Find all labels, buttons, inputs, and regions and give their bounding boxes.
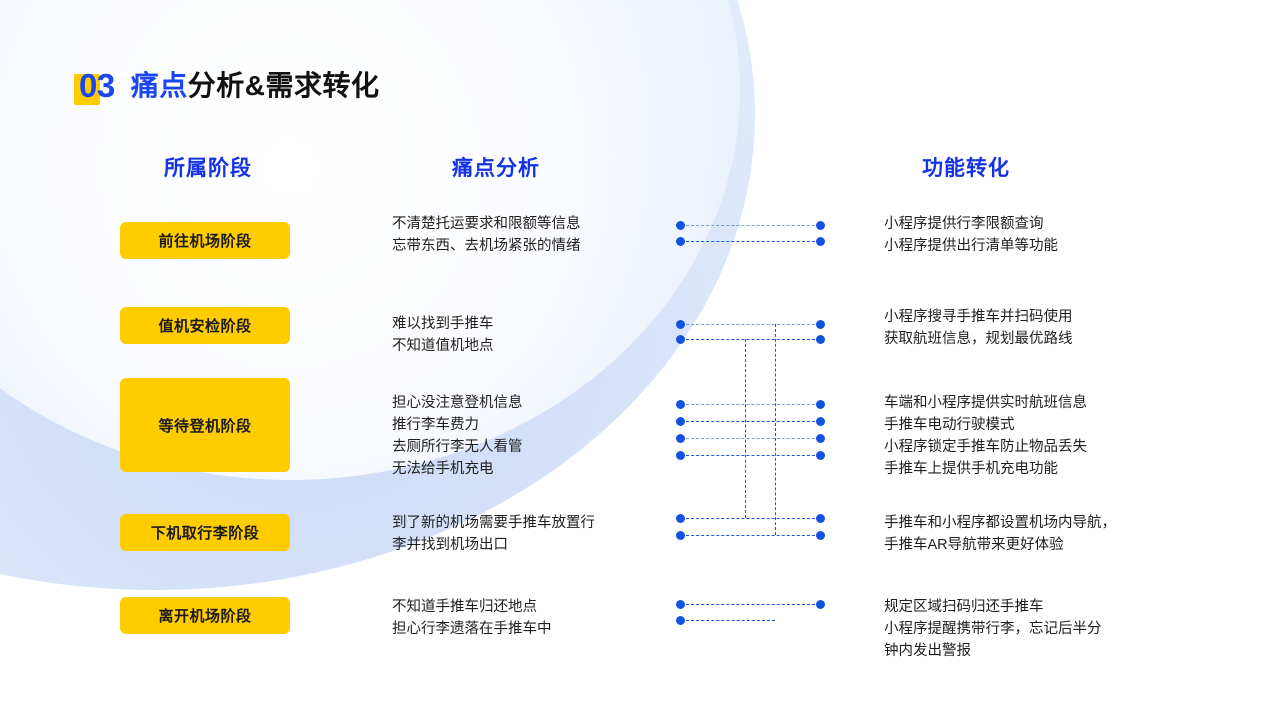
connector-line <box>681 604 820 605</box>
stage-chip[interactable]: 值机安检阶段 <box>120 307 290 344</box>
pain-point-line: 难以找到手推车 <box>392 316 494 332</box>
connector-line <box>681 620 775 621</box>
connector-dot-left <box>676 237 685 246</box>
connector-dot-right <box>816 417 825 426</box>
function-line: 小程序锁定手推车防止物品丢失 <box>884 439 1087 455</box>
stage-chip-label: 等待登机阶段 <box>158 417 252 435</box>
connector-dot-left <box>676 320 685 329</box>
connector-line <box>681 241 820 242</box>
connector-dot-left <box>676 221 685 230</box>
connector-dot-left <box>676 616 685 625</box>
connector-line <box>681 518 820 519</box>
pain-point-line: 担心行李遗落在手推车中 <box>392 621 552 637</box>
pain-point-line: 不知道值机地点 <box>392 338 494 354</box>
connector-dot-left <box>676 400 685 409</box>
stage-chip-label: 前往机场阶段 <box>158 233 252 250</box>
connector-dot-right <box>816 221 825 230</box>
pain-point-line: 去厕所行李无人看管 <box>392 439 523 455</box>
stage-chip[interactable]: 等待登机阶段 <box>120 378 290 472</box>
connector-line <box>681 438 820 439</box>
column-header-function: 功能转化 <box>922 157 1010 180</box>
title-text: 痛点分析&需求转化 <box>131 62 380 110</box>
stage-chip[interactable]: 离开机场阶段 <box>120 597 290 634</box>
pain-point-line: 不清楚托运要求和限额等信息 <box>392 216 581 232</box>
pain-point-line: 无法给手机充电 <box>392 461 494 477</box>
connector-line <box>681 455 820 456</box>
function-text: 小程序提供行李限额查询小程序提供出行清单等功能 <box>884 213 1058 257</box>
connector-dot-right <box>816 531 825 540</box>
stage-chip[interactable]: 前往机场阶段 <box>120 222 290 259</box>
connector-dot-right <box>816 451 825 460</box>
function-line: 小程序搜寻手推车并扫码使用 <box>884 309 1073 325</box>
function-text: 规定区域扫码归还手推车小程序提醒携带行李，忘记后半分钟内发出警报 <box>884 596 1102 662</box>
connector-dot-right <box>816 335 825 344</box>
function-line: 钟内发出警报 <box>884 643 971 659</box>
column-header-pain: 痛点分析 <box>452 157 540 180</box>
function-line: 车端和小程序提供实时航班信息 <box>884 395 1087 411</box>
connector-dot-right <box>816 600 825 609</box>
function-line: 手推车AR导航带来更好体验 <box>884 537 1064 553</box>
title-rest-text: 分析&需求转化 <box>187 70 380 101</box>
connector-dot-left <box>676 434 685 443</box>
connector-dot-right <box>816 434 825 443</box>
stage-chip-label: 下机取行李阶段 <box>150 525 260 542</box>
connector-dot-right <box>816 400 825 409</box>
connector-dot-left <box>676 531 685 540</box>
function-line: 规定区域扫码归还手推车 <box>884 599 1044 615</box>
function-line: 手推车和小程序都设置机场内导航， <box>884 515 1116 531</box>
connector-dot-left <box>676 514 685 523</box>
connector-dot-right <box>816 514 825 523</box>
connector-dot-left <box>676 451 685 460</box>
pain-point-text: 难以找到手推车不知道值机地点 <box>392 313 494 357</box>
connector-dot-left <box>676 600 685 609</box>
connector-dot-right <box>816 237 825 246</box>
column-header-stage: 所属阶段 <box>164 157 252 180</box>
pain-point-line: 李并找到机场出口 <box>392 537 508 553</box>
function-line: 手推车电动行驶模式 <box>884 417 1015 433</box>
function-line: 小程序提供出行清单等功能 <box>884 238 1058 254</box>
connector-line <box>681 535 820 536</box>
function-line: 获取航班信息，规划最优路线 <box>884 331 1073 347</box>
pain-point-text: 不清楚托运要求和限额等信息忘带东西、去机场紧张的情绪 <box>392 213 581 257</box>
stage-chip[interactable]: 下机取行李阶段 <box>120 514 290 551</box>
connector-line <box>681 324 820 325</box>
section-number: 03 <box>79 67 115 104</box>
connector-dot-left <box>676 417 685 426</box>
pain-point-text: 到了新的机场需要手推车放置行李并找到机场出口 <box>392 512 595 556</box>
page-title: 03 痛点分析&需求转化 <box>74 62 379 110</box>
pain-point-line: 担心没注意登机信息 <box>392 395 523 411</box>
pain-point-line: 忘带东西、去机场紧张的情绪 <box>392 238 581 254</box>
connector-vertical-line <box>775 324 776 535</box>
pain-point-line: 推行李车费力 <box>392 417 479 433</box>
function-line: 小程序提醒携带行李，忘记后半分 <box>884 621 1102 637</box>
connector-line <box>681 225 820 226</box>
pain-point-text: 不知道手推车归还地点担心行李遗落在手推车中 <box>392 596 552 640</box>
connector-line <box>681 404 820 405</box>
connector-dot-right <box>816 320 825 329</box>
function-line: 小程序提供行李限额查询 <box>884 216 1044 232</box>
connector-vertical-line <box>745 339 746 518</box>
connector-dot-left <box>676 335 685 344</box>
function-text: 车端和小程序提供实时航班信息手推车电动行驶模式小程序锁定手推车防止物品丢失手推车… <box>884 392 1087 480</box>
function-line: 手推车上提供手机充电功能 <box>884 461 1058 477</box>
pain-point-text: 担心没注意登机信息推行李车费力去厕所行李无人看管无法给手机充电 <box>392 392 523 480</box>
stage-chip-label: 离开机场阶段 <box>158 608 252 625</box>
pain-point-line: 到了新的机场需要手推车放置行 <box>392 515 595 531</box>
function-text: 小程序搜寻手推车并扫码使用获取航班信息，规划最优路线 <box>884 306 1073 350</box>
connector-line <box>681 339 820 340</box>
stage-chip-label: 值机安检阶段 <box>158 318 252 335</box>
function-text: 手推车和小程序都设置机场内导航， 手推车AR导航带来更好体验 <box>884 512 1116 556</box>
pain-point-line: 不知道手推车归还地点 <box>392 599 537 615</box>
title-highlight-text: 痛点 <box>130 70 188 101</box>
connector-line <box>681 421 820 422</box>
title-accent-square <box>74 74 100 105</box>
